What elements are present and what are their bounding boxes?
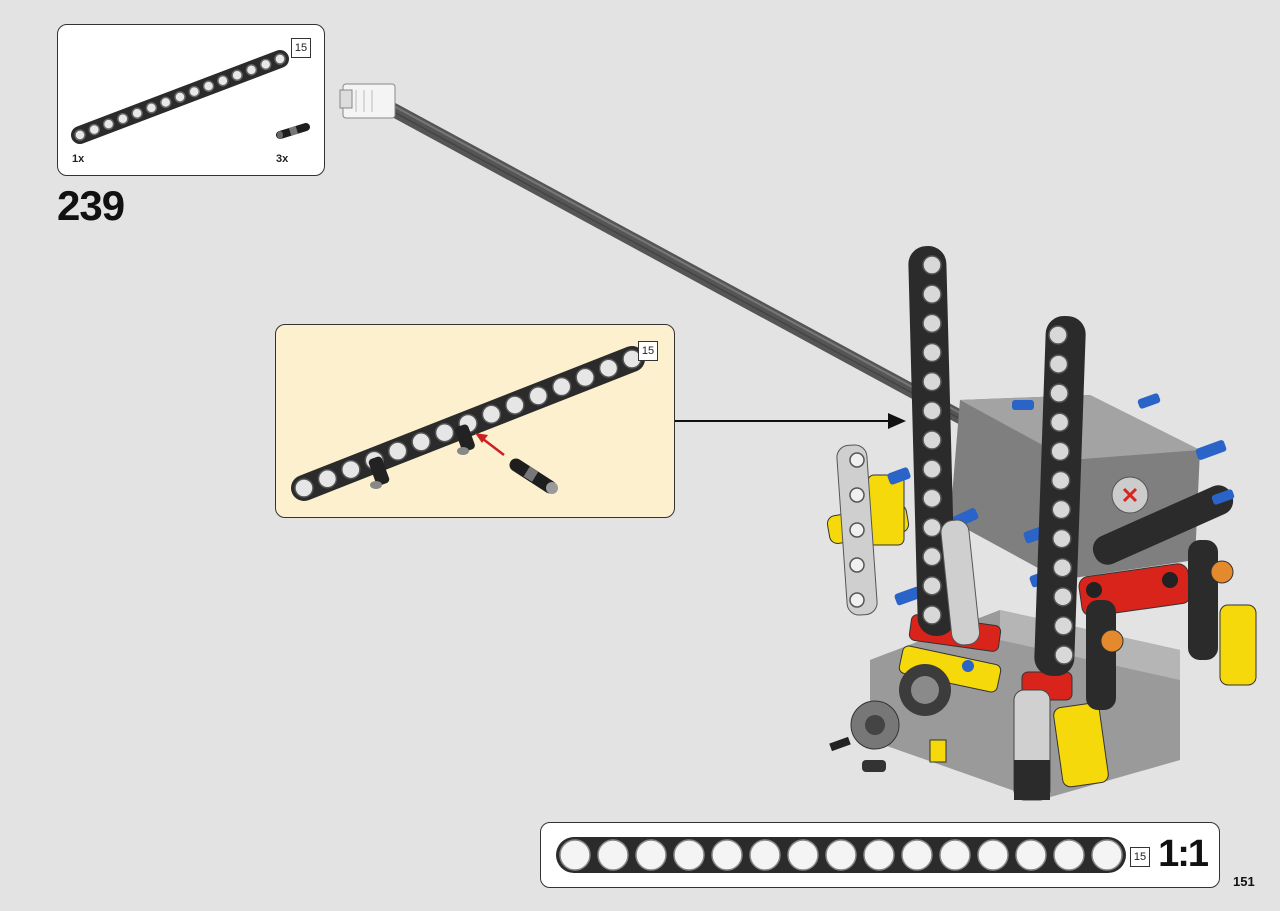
beam-hole — [317, 469, 338, 489]
beam-hole — [922, 430, 942, 450]
beam-hole — [188, 85, 201, 98]
beam-hole — [174, 91, 186, 103]
beam-hole — [901, 839, 933, 871]
beam-hole — [528, 386, 549, 406]
beam-hole — [88, 123, 101, 136]
beam-hole — [1048, 325, 1068, 345]
beam-hole — [749, 839, 781, 871]
beam-hole — [74, 129, 86, 141]
step-number: 239 — [57, 182, 125, 229]
callout-beam-15 — [291, 346, 645, 501]
inserted-pin-1 — [368, 456, 390, 489]
parts-list-panel: 15 1x 3x — [57, 24, 325, 176]
insert-direction-arrow — [475, 433, 505, 456]
ruler-length-badge: 15 — [1130, 847, 1150, 867]
beam-hole — [863, 839, 895, 871]
beam-hole — [341, 459, 361, 480]
beam-hole — [1052, 557, 1073, 578]
pin-quantity-label: 3x — [276, 153, 289, 165]
beam-hole — [159, 96, 172, 109]
ruler-beam — [556, 837, 1126, 873]
beam-hole — [922, 605, 942, 625]
beam-hole — [1091, 839, 1123, 871]
beam-hole — [977, 839, 1009, 871]
beam-hole — [922, 576, 942, 596]
beam-hole — [922, 517, 942, 538]
callout-arrow — [675, 413, 906, 429]
connector-pin-part-icon — [276, 123, 310, 139]
callout-length-badge: 15 — [638, 341, 658, 361]
beam-hole — [1050, 470, 1071, 491]
beam-hole — [117, 112, 129, 125]
beam-hole — [1048, 354, 1069, 374]
page-number: 151 — [1233, 874, 1255, 889]
beam-quantity-label: 1x — [72, 153, 85, 165]
beam-hole — [131, 107, 143, 120]
beam-hole — [849, 522, 865, 538]
beam-15-part-icon — [71, 50, 289, 144]
beam-hole — [434, 422, 455, 443]
beam-hole — [411, 432, 431, 452]
beam-hole — [849, 487, 865, 503]
beam-hole — [597, 839, 629, 871]
beam-hole — [294, 478, 314, 498]
beam-hole — [1015, 839, 1047, 871]
beam-hole — [849, 592, 865, 608]
beam-hole — [1051, 499, 1072, 520]
upright-beam-right — [1034, 316, 1086, 676]
beam-hole — [922, 488, 942, 509]
beam-hole — [245, 64, 258, 76]
beam-hole — [939, 839, 971, 871]
beam-hole — [922, 255, 942, 275]
beam-hole — [1053, 839, 1085, 871]
ribbon-cable — [339, 83, 982, 432]
beam-hole — [575, 367, 595, 388]
cable-connector-plug — [339, 83, 396, 119]
beam-hole — [673, 839, 705, 871]
beam-hole — [849, 557, 865, 573]
beam-hole — [1053, 616, 1074, 636]
beam-hole — [1052, 528, 1072, 549]
beam-hole — [849, 452, 865, 468]
beam-hole — [1049, 412, 1070, 433]
beam-hole — [259, 58, 272, 71]
beam-hole — [202, 80, 215, 92]
beam-hole — [922, 284, 942, 304]
beam-hole — [102, 118, 115, 130]
beam-hole — [1050, 441, 1070, 462]
beam-hole — [825, 839, 857, 871]
beam-hole — [481, 404, 502, 425]
beam-hole — [274, 53, 286, 65]
part-length-badge: 15 — [291, 38, 311, 58]
beam-hole — [1049, 383, 1069, 403]
beam-hole — [922, 371, 942, 392]
beam-hole — [922, 459, 942, 479]
beam-hole — [922, 313, 942, 334]
beam-hole — [787, 839, 819, 871]
beam-hole — [922, 342, 942, 363]
beam-hole — [635, 839, 667, 871]
beam-hole — [217, 74, 229, 87]
sub-assembly-callout: 15 — [275, 324, 675, 518]
beam-hole — [387, 441, 408, 461]
beam-hole — [922, 546, 942, 567]
technic-model-assembly — [826, 246, 1257, 801]
parts-list-illustration — [71, 50, 310, 144]
beam-hole — [505, 395, 525, 415]
beam-hole — [551, 376, 572, 397]
beam-hole — [711, 839, 743, 871]
sub-assembly-illustration — [291, 346, 645, 501]
beam-ruler-1-to-1: 15 1:1 — [540, 822, 1220, 888]
beam-hole — [1054, 645, 1074, 665]
connector-pin-to-insert — [509, 458, 558, 494]
beam-hole — [598, 358, 619, 378]
inserted-pin-2 — [455, 424, 475, 455]
scale-label: 1:1 — [1158, 833, 1209, 875]
beam-hole — [231, 69, 243, 82]
beam-hole — [1053, 587, 1073, 607]
beam-hole — [559, 839, 591, 871]
beam-hole — [145, 102, 158, 114]
beam-hole — [922, 401, 942, 421]
